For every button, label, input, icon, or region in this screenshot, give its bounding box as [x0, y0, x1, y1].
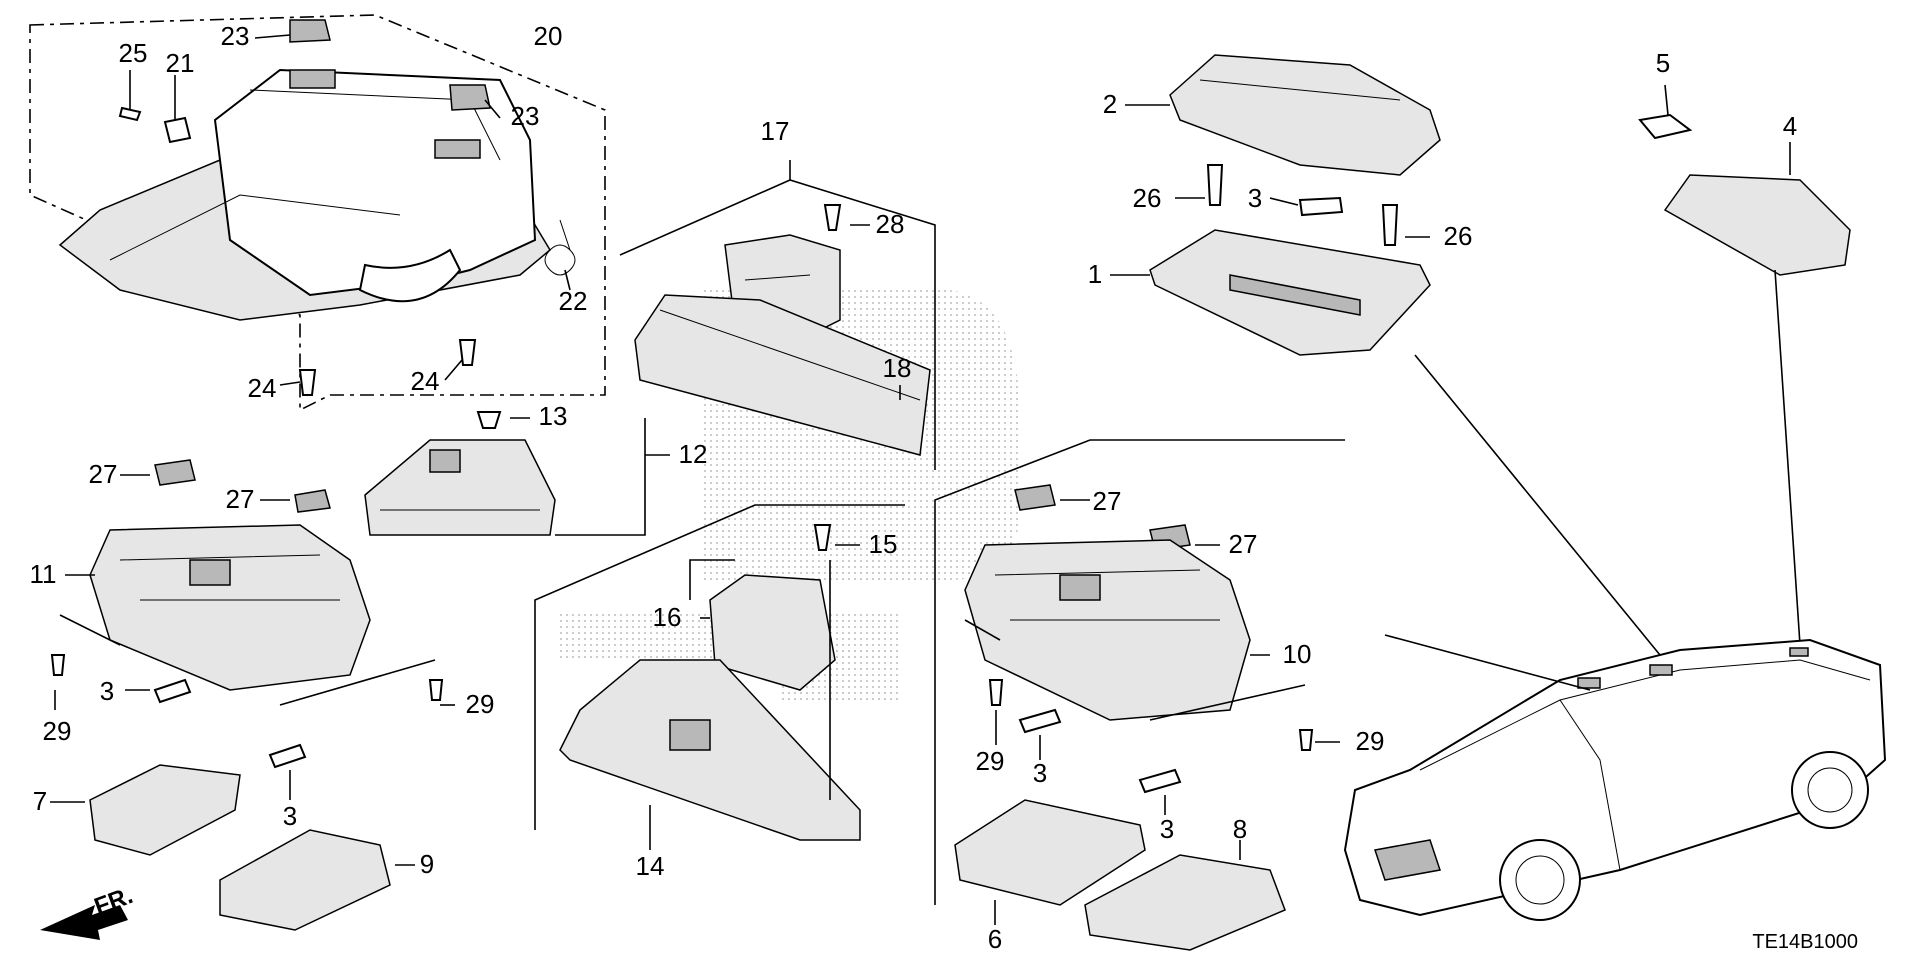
callout-1: 1 [1088, 259, 1102, 289]
callout-25: 25 [119, 38, 148, 68]
part-21-grommet [163, 116, 192, 144]
callout-6: 6 [988, 924, 1002, 954]
part-3-bulb [1018, 708, 1182, 794]
callout-16: 16 [653, 602, 682, 632]
part-15-screw [813, 524, 832, 551]
callout-27: 27 [89, 459, 118, 489]
callout-8: 8 [1233, 814, 1247, 844]
leader-lines-group-20 [129, 34, 571, 386]
callout-26: 26 [1444, 221, 1473, 251]
callout-14: 14 [636, 851, 665, 881]
callout-29: 29 [976, 746, 1005, 776]
part-27-clip [154, 459, 331, 513]
group-17-frame [619, 160, 936, 470]
callout-29: 29 [43, 716, 72, 746]
part-22-spring [544, 219, 576, 276]
leader-line-vehicle [1384, 634, 1591, 691]
callout-15: 15 [869, 529, 898, 559]
callout-23: 23 [511, 101, 540, 131]
part-18-bracket [634, 294, 931, 456]
part-4-lamp [1663, 174, 1851, 276]
part-14-base [559, 659, 861, 841]
callout-22: 22 [559, 286, 588, 316]
leader-lines-group-11 [50, 474, 455, 866]
callout-24: 24 [248, 373, 277, 403]
callout-4: 4 [1783, 111, 1797, 141]
callout-3: 3 [1248, 183, 1262, 213]
callout-10: 10 [1283, 639, 1312, 669]
callout-24: 24 [411, 366, 440, 396]
callout-28: 28 [876, 209, 905, 239]
callout-3: 3 [283, 801, 297, 831]
part-8-frame [1084, 854, 1286, 951]
callout-9: 9 [420, 849, 434, 879]
callout-27: 27 [1093, 486, 1122, 516]
part-25-screw [118, 106, 142, 122]
direction-label: FR. [91, 882, 137, 921]
callout-3: 3 [1033, 758, 1047, 788]
part-1-lens [1149, 229, 1431, 356]
part-27-clip [1014, 484, 1191, 551]
callout-3: 3 [1160, 814, 1174, 844]
part-3-bulb [153, 678, 307, 769]
part-23-clip [289, 19, 491, 111]
callout-29: 29 [466, 689, 495, 719]
callout-3: 3 [100, 676, 114, 706]
group-10-frame [934, 439, 1345, 905]
part-12-map-lamp-base [364, 439, 556, 536]
part-29-screw [50, 654, 444, 701]
vehicle-illustration [1343, 638, 1887, 921]
leader-lines-group-1 [1110, 104, 1661, 656]
callout-11: 11 [30, 559, 57, 589]
part-6-lens [954, 799, 1146, 906]
part-29-screw [988, 679, 1314, 751]
group-14-frame [534, 504, 905, 830]
callout-21: 21 [166, 48, 195, 78]
part-20-console-housing [58, 68, 551, 321]
part-7-lens [89, 764, 241, 856]
part-9-frame [219, 829, 391, 931]
part-5-bulb [1638, 113, 1693, 140]
leader-lines-group-17 [850, 224, 901, 400]
part-13-clip [476, 411, 502, 429]
callout-20: 20 [534, 21, 563, 51]
callout-labels: 20 23 23 25 21 22 24 24 13 12 27 27 11 3… [30, 21, 1798, 954]
part-2-housing [1169, 54, 1441, 176]
callout-7: 7 [33, 786, 47, 816]
callout-5: 5 [1656, 48, 1670, 78]
leader-lines-group-12 [510, 417, 670, 536]
callout-27: 27 [226, 484, 255, 514]
callout-23: 23 [221, 21, 250, 51]
part-11-lamp-assembly [89, 524, 371, 691]
part-3-bulb [1298, 196, 1344, 217]
part-24-bolt [298, 339, 477, 396]
callout-13: 13 [539, 401, 568, 431]
callout-26: 26 [1133, 183, 1162, 213]
diagram-code: TE14B1000 [1752, 931, 1858, 953]
part-28-screw [823, 204, 842, 231]
part-10-lamp-assembly [964, 539, 1251, 721]
callout-2: 2 [1103, 89, 1117, 119]
callout-17: 17 [761, 116, 790, 146]
callout-18: 18 [883, 353, 912, 383]
callout-12: 12 [679, 439, 708, 469]
front-direction-arrow [40, 905, 128, 940]
callout-29: 29 [1356, 726, 1385, 756]
callout-27: 27 [1229, 529, 1258, 559]
leader-lines-group-10 [964, 499, 1340, 925]
leader-lines-group-4 [1664, 84, 1801, 646]
part-26-bolt [1206, 164, 1399, 246]
leader-lines-group-14 [649, 544, 860, 850]
